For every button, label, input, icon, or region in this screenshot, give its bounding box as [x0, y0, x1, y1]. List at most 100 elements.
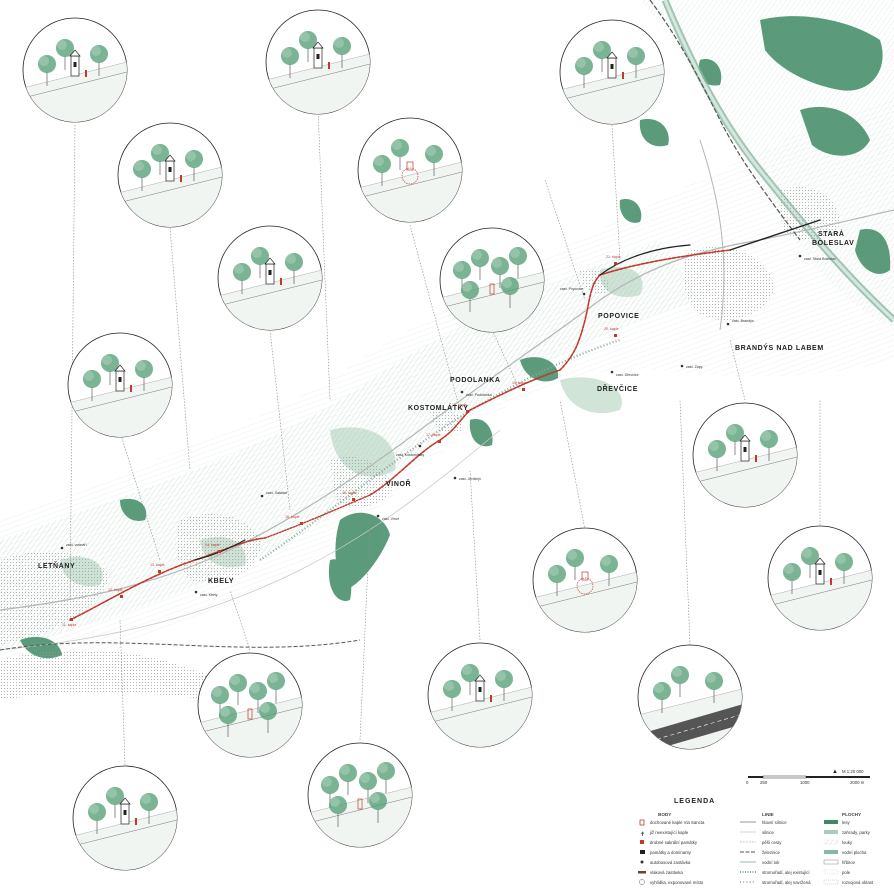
person-figure-icon: [328, 62, 330, 69]
viewpoint-icon: [639, 879, 645, 885]
ruin-site-icon: [576, 577, 594, 595]
chapel-marker[interactable]: 14. kaple: [205, 543, 221, 553]
legend-item: památky a dominanty: [650, 850, 692, 855]
small-monument-icon: [640, 840, 644, 844]
vignette-circle[interactable]: [432, 227, 552, 340]
legend-linie-items: hlavní silnice silnice pěší cesty železn…: [740, 820, 811, 885]
bus-stop[interactable]: zast. Kbely: [194, 590, 218, 597]
chapel-marker[interactable]: 18. kaple: [452, 403, 469, 413]
svg-text:zast. Kostomlátky: zast. Kostomlátky: [396, 453, 424, 457]
shrine-icon: [247, 708, 253, 720]
vignette-circle[interactable]: [210, 225, 330, 338]
chapel-marker[interactable]: 17. kaple: [426, 433, 441, 443]
urban-areas: [0, 186, 840, 700]
shrine-icon: [489, 283, 495, 295]
legend-item: vyhlídka, exponované místo: [650, 880, 704, 885]
chapel-marker[interactable]: 11. kaple: [62, 618, 76, 627]
legend-item: vodní tok: [762, 860, 780, 865]
vignette-circle[interactable]: [110, 122, 230, 235]
bus-stop[interactable]: zast. Vinoř: [376, 514, 400, 521]
town-label-stara-boleslav-2: BOLESLAV: [812, 240, 854, 247]
bus-stop[interactable]: zast. Podolanka: [460, 390, 492, 397]
landmark-icon: [640, 850, 645, 854]
vignette-circle[interactable]: [258, 9, 378, 122]
svg-text:zast. Kbely: zast. Kbely: [200, 593, 218, 597]
chapel-icon: [312, 41, 324, 69]
scale-tick: 250: [760, 780, 768, 785]
legend-item: pole: [842, 870, 851, 875]
legend-head-plochy: PLOCHY: [842, 812, 861, 817]
chapel-label: 14. kaple: [205, 543, 220, 547]
chapel-icon: [114, 364, 126, 392]
legend-item: již neexistující kaple: [649, 830, 689, 835]
leader-lines: [69, 109, 821, 766]
svg-text:zast. vodnáří: zast. vodnáří: [66, 543, 87, 547]
bus-stop[interactable]: zast. Stará Boleslav: [798, 254, 836, 261]
vignette-circle[interactable]: [15, 17, 135, 130]
legend-item: vlaková zastávka: [650, 870, 683, 875]
vignette-circle[interactable]: [630, 644, 750, 757]
svg-text:zast. Brandýs: zast. Brandýs: [732, 319, 754, 323]
town-label-letnany: LETŇANY: [38, 561, 75, 570]
vignette-circle[interactable]: [350, 117, 470, 230]
legend-head-body: BODY: [658, 812, 671, 817]
chapel-marker[interactable]: 12. kaple: [108, 588, 123, 598]
vignette-circle[interactable]: [60, 332, 180, 445]
chapel-icon: [814, 557, 826, 585]
person-figure-icon: [180, 175, 182, 182]
chapel-label: 18. kaple: [452, 403, 467, 407]
legend-head-linie: LINIE: [762, 812, 774, 817]
town-label-popovice: POPOVICE: [598, 313, 639, 320]
scale-tick: 2000 m: [850, 780, 865, 785]
forest-areas: [20, 16, 891, 659]
chapel-icon: [606, 51, 618, 79]
vignette-circle[interactable]: [760, 525, 880, 638]
cemetery-swatch-icon: [823, 859, 839, 865]
vignette-circle[interactable]: [300, 742, 420, 855]
chapel-marker[interactable]: 16. kaple: [342, 491, 357, 501]
legend-item: silnice: [762, 830, 775, 835]
legend: LEGENDA BODY dochované kaple Via Sancta …: [638, 798, 874, 885]
garden-swatch-icon: [824, 830, 838, 834]
bus-stop[interactable]: zast. Satalice: [260, 491, 288, 498]
river-labe: [661, 0, 894, 323]
vignette-circle[interactable]: [420, 642, 540, 755]
bus-stop[interactable]: zast. Zápy: [680, 364, 703, 369]
vignette-circle[interactable]: [190, 652, 310, 765]
vignette-circle[interactable]: [685, 402, 805, 515]
vignette-circle[interactable]: [552, 19, 672, 132]
chapel-marker[interactable]: 19. kaple: [512, 381, 527, 391]
legend-item: rozvojová oblast: [842, 880, 874, 885]
town-labels: LETŇANY KBELY VINOŘ KOSTOMLÁTKY PODOLANK…: [38, 229, 854, 585]
legend-item: stromořadí, alej navržená: [762, 880, 811, 885]
chapel-marker[interactable]: 15. kaple: [285, 515, 303, 525]
vignette-circle[interactable]: [525, 527, 645, 640]
scale-ratio: M 1:20 000: [842, 769, 864, 774]
meadow-swatch-icon: [823, 839, 839, 845]
chapel-markers: 11. kaple 12. kaple 13. kaple 14. kaple …: [62, 255, 621, 627]
chapel-marker[interactable]: 13. kaple: [150, 563, 165, 573]
shrine-icon: [357, 798, 363, 810]
legend-item: lesy: [842, 820, 850, 825]
svg-text:zast. Zápy: zast. Zápy: [686, 365, 703, 369]
bus-stop[interactable]: zast. Brandýs: [726, 319, 754, 326]
bus-stop[interactable]: zast. Kostomlátky: [396, 444, 424, 457]
bus-stop[interactable]: zast. Dřevčice: [610, 370, 639, 377]
forest-swatch-icon: [824, 820, 838, 824]
svg-text:zast. Satalice: zast. Satalice: [266, 491, 287, 495]
chapel-icon: [474, 674, 486, 702]
chapel-label: 20. kaple: [604, 327, 619, 331]
chapel-label: 21. kaple: [606, 255, 621, 259]
town-label-brandys: BRANDÝS NAD LABEM: [735, 343, 824, 352]
svg-text:zast. Popovice: zast. Popovice: [560, 287, 583, 291]
scale-bar: ▲ M 1:20 000 0 250 1000 2000 m: [746, 769, 870, 785]
chapel-marker[interactable]: 21. kaple: [606, 255, 621, 265]
bus-stop[interactable]: zast. Jenštejn: [453, 476, 481, 481]
train-stop-icon: [638, 871, 646, 874]
chapel-icon: [264, 257, 276, 285]
bus-stop[interactable]: zast. vodnáří: [60, 543, 87, 550]
person-figure-icon: [85, 70, 87, 77]
vignette-circle[interactable]: [65, 765, 185, 878]
chapel-marker[interactable]: 20. kaple: [604, 327, 619, 337]
